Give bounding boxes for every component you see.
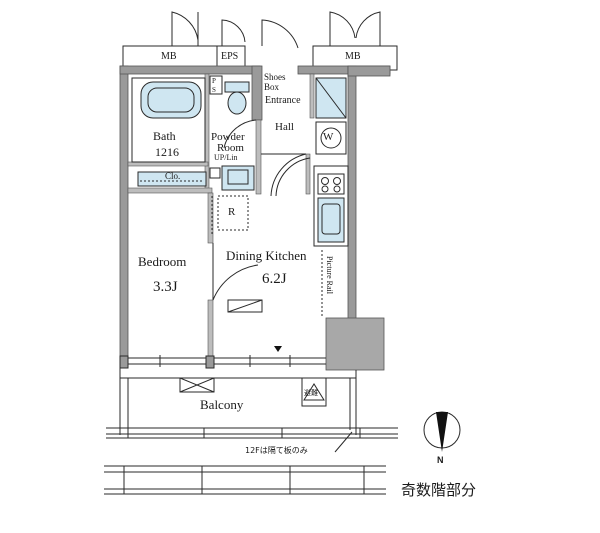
burner-1 — [321, 177, 329, 185]
powder-room-label-2: Room — [217, 142, 244, 154]
bedroom-size-label: 3.3J — [153, 279, 178, 295]
door-swing-powder — [223, 119, 257, 149]
wall-powder-right — [255, 119, 262, 195]
structural-column — [325, 317, 385, 371]
mb-left-label: MB — [161, 51, 177, 62]
ps-box — [209, 75, 223, 95]
burner-4 — [333, 185, 341, 193]
door-swing-hall-dk — [275, 157, 311, 197]
wall-closet-bottom — [127, 187, 213, 194]
hall-label: Hall — [275, 121, 294, 133]
lower-railing — [104, 465, 386, 495]
shoes-box-label: Shoes Box — [264, 72, 286, 92]
wall-kitchen — [309, 73, 315, 119]
column-right-upper — [347, 65, 391, 77]
wall-top-left — [119, 65, 261, 75]
floor-note: 奇数階部分 — [401, 481, 477, 499]
wall-bed-dk — [207, 192, 214, 244]
kitchen-counter — [313, 165, 349, 247]
bath-size-label: 1216 — [155, 145, 179, 159]
stove — [317, 173, 345, 195]
door-swing-mb-left-1 — [171, 11, 199, 46]
evacuation-hatch-box — [301, 377, 327, 407]
wall-right — [347, 65, 357, 321]
door-swing-mb-right-2 — [355, 11, 381, 46]
wall-entrance-block — [251, 65, 263, 121]
basin-tap — [209, 167, 221, 179]
compass-north-label: N — [437, 455, 444, 465]
door-swing-bedroom — [212, 243, 259, 301]
wall-hall-lower — [305, 153, 311, 195]
bathtub — [140, 81, 202, 119]
balcony-area — [106, 368, 398, 453]
fixtures — [131, 75, 349, 316]
heater-diag — [227, 299, 263, 313]
powder-sub-label: UP/Lin — [214, 153, 238, 162]
closet — [137, 171, 207, 187]
kitchen-sink-inner — [321, 203, 341, 235]
shoes-box-diag — [315, 77, 347, 119]
wall-left — [119, 65, 129, 367]
burner-3 — [321, 185, 329, 193]
burner-2 — [333, 177, 341, 185]
door-swing-mb-right-1 — [329, 11, 356, 46]
door-swing-eps — [221, 19, 246, 46]
powder-room-label: Powder — [211, 131, 245, 143]
evacuation-hatch-label: 避難 — [304, 389, 318, 397]
dining-kitchen-label: Dining Kitchen — [226, 248, 307, 263]
bathtub-inner — [147, 87, 195, 113]
dining-kitchen-size-label: 6.2J — [262, 271, 287, 287]
bath-room-outline — [131, 77, 206, 163]
washbasin-inner — [227, 169, 249, 185]
bedroom-label: Bedroom — [138, 254, 187, 269]
compass-needle — [436, 412, 448, 452]
ac-unit — [179, 377, 215, 393]
heater-symbol — [227, 299, 263, 313]
compass — [423, 411, 461, 452]
picture-rail-label: Picture Rail — [325, 256, 334, 294]
refrigerator-label: R — [228, 206, 236, 218]
wall-bath-bottom — [127, 161, 209, 167]
partition-leader — [334, 431, 353, 453]
toilet-bowl — [227, 91, 247, 115]
eps-label: EPS — [221, 51, 239, 62]
ps-label: P S — [212, 77, 216, 94]
evacuation-hatch-tri — [303, 383, 325, 401]
bath-label: Bath — [153, 129, 176, 143]
wall-bed-dk-lower — [207, 299, 214, 361]
door-swing-hall — [261, 153, 307, 197]
washer-label: W — [323, 131, 334, 143]
entry-marker — [274, 346, 282, 352]
door-swing-entrance — [261, 19, 299, 49]
entrance-label: Entrance — [265, 95, 301, 106]
closet-label: Clo. — [165, 171, 181, 181]
window-wall — [119, 355, 326, 369]
partition-note: 12Fは隔て板のみ — [245, 446, 308, 455]
mb-right-label: MB — [345, 51, 361, 62]
washer-drum — [320, 127, 342, 149]
balcony-label: Balcony — [200, 397, 244, 412]
toilet-tank — [224, 81, 250, 93]
